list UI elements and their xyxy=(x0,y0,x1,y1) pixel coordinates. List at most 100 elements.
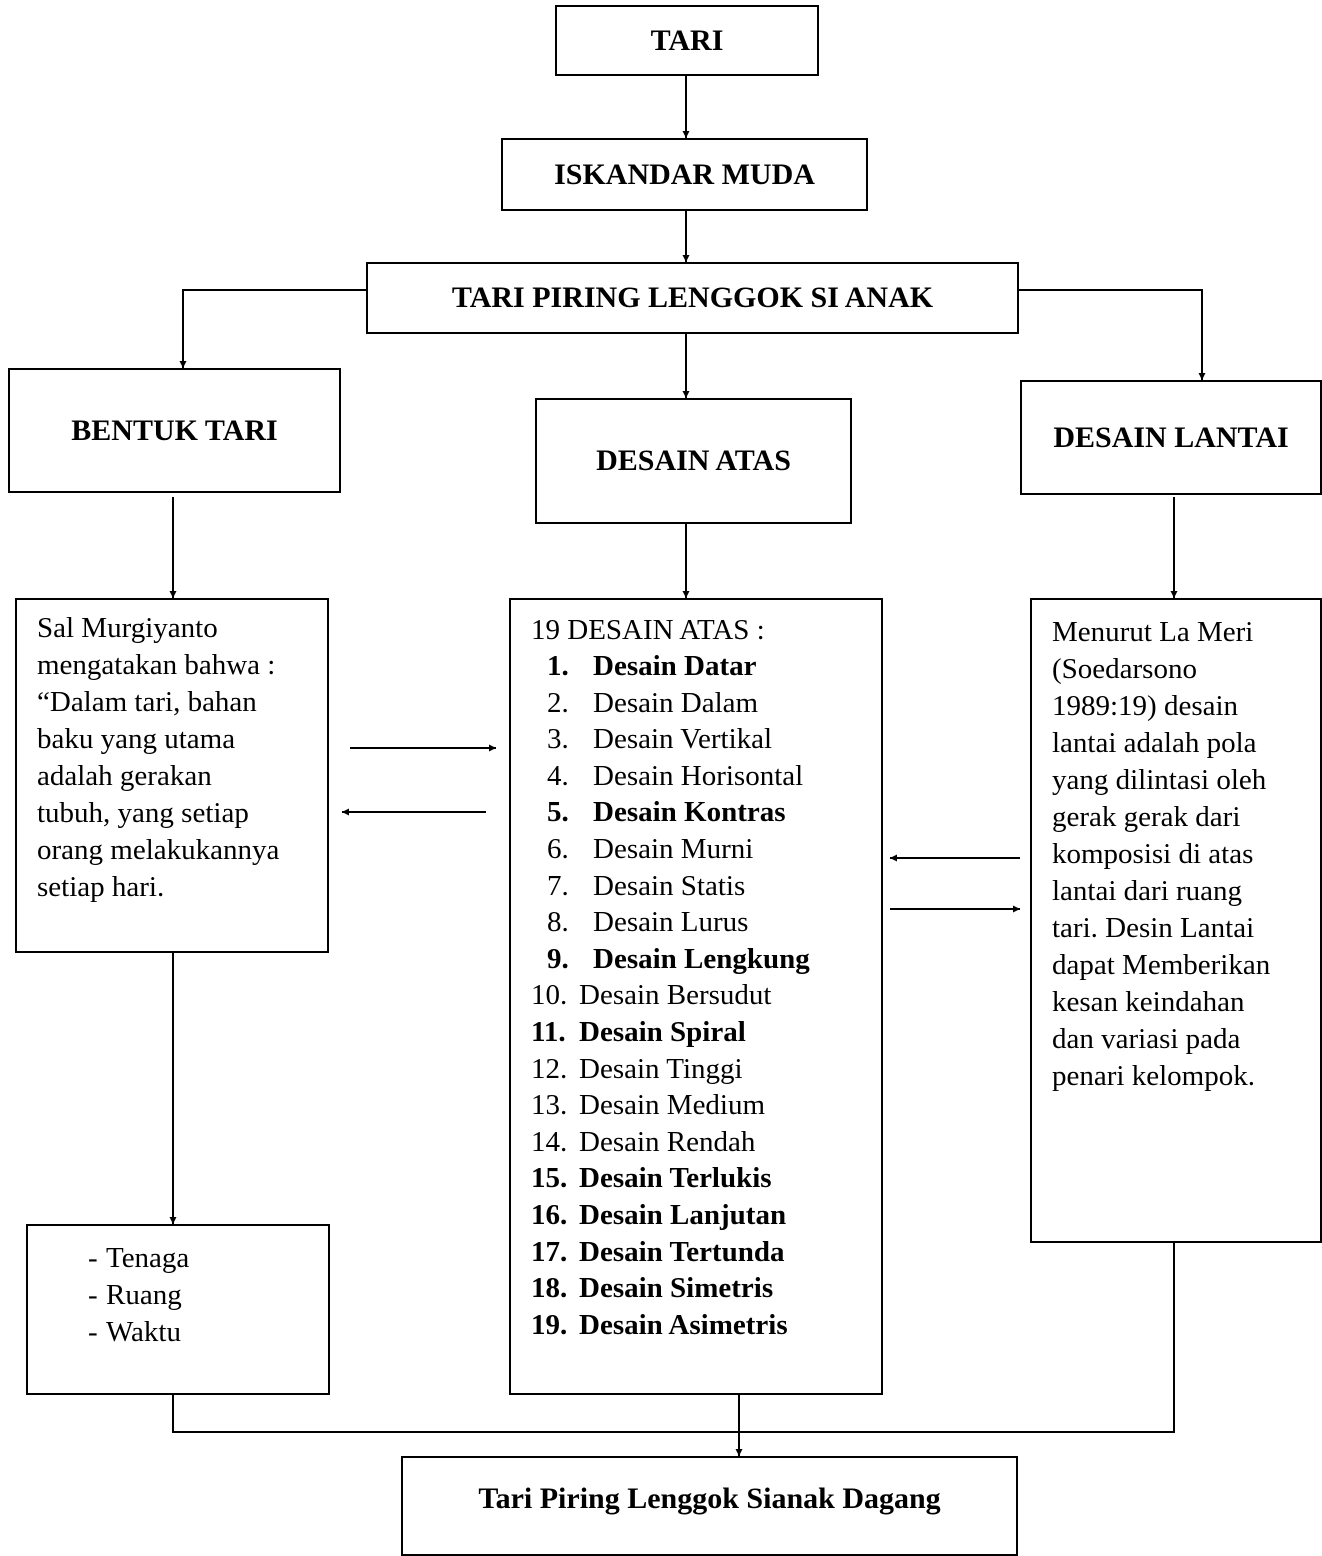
dash-bullet: - xyxy=(88,1316,98,1348)
lameri-line: kesan keindahan xyxy=(1052,986,1245,1018)
lameri-line: (Soedarsono xyxy=(1052,653,1197,685)
element-item: - Waktu xyxy=(28,1314,328,1351)
desain-item: 16.Desain Lanjutan xyxy=(531,1197,871,1234)
node-bentuk-tari-label: BENTUK TARI xyxy=(71,413,278,447)
node-result: Tari Piring Lenggok Sianak Dagang xyxy=(401,1456,1018,1556)
node-bentuk-tari: BENTUK TARI xyxy=(8,368,341,493)
desain-item: 8.Desain Lurus xyxy=(531,904,871,941)
node-tari-piring: TARI PIRING LENGGOK SI ANAK xyxy=(366,262,1019,334)
dash-bullet: - xyxy=(88,1279,98,1311)
desain-item-label: Desain Asimetris xyxy=(579,1308,788,1341)
desain-item: 5. Desain Kontras xyxy=(531,794,871,831)
sal-line: mengatakan bahwa : xyxy=(37,649,276,681)
desain-list-heading: 19 DESAIN ATAS : xyxy=(531,614,765,646)
element-label: Tenaga xyxy=(106,1242,190,1274)
node-desain-atas-label: DESAIN ATAS xyxy=(596,444,791,477)
lameri-line: dapat Memberikan xyxy=(1052,949,1271,981)
desain-item-label: Desain Datar xyxy=(593,650,757,682)
node-tari-piring-label: TARI PIRING LENGGOK SI ANAK xyxy=(451,281,934,314)
desain-item-number: 14. xyxy=(531,1125,568,1158)
desain-item-number: 3. xyxy=(547,723,569,756)
desain-item: 1. Desain Datar xyxy=(531,648,871,685)
sal-murgiyanto-box: Sal Murgiyanto mengatakan bahwa : “Dalam… xyxy=(15,598,329,953)
la-meri-box: Menurut La Meri (Soedarsono 1989:19) des… xyxy=(1030,598,1322,1243)
node-desain-atas: DESAIN ATAS xyxy=(535,398,852,524)
desain-item-number: 1. xyxy=(547,650,569,682)
desain-item-number: 6. xyxy=(547,832,569,865)
lameri-line: dan variasi pada xyxy=(1052,1023,1241,1055)
desain-item: 13. Desain Medium xyxy=(531,1087,871,1124)
desain-item-label: Desain Rendah xyxy=(579,1125,756,1158)
line-elements-merge xyxy=(172,1395,739,1433)
element-label: Ruang xyxy=(106,1279,182,1311)
lameri-line: lantai dari ruang xyxy=(1052,875,1243,907)
desain-item: 15. Desain Terlukis xyxy=(531,1160,871,1197)
desain-item-label: Desain Murni xyxy=(593,832,754,865)
desain-item-label: Desain Horisontal xyxy=(593,759,804,792)
element-item: - Ruang xyxy=(28,1277,328,1314)
desain-item-label: Desain Simetris xyxy=(579,1272,774,1305)
lameri-line: komposisi di atas xyxy=(1052,838,1254,870)
desain-item-label: Desain Lengkung xyxy=(593,942,810,975)
desain-item: 17.Desain Tertunda xyxy=(531,1234,871,1271)
desain-item-number: 8. xyxy=(547,906,569,939)
desain-item: 9. Desain Lengkung xyxy=(531,941,871,978)
desain-item: 12.Desain Tinggi xyxy=(531,1051,871,1088)
desain-item-label: Desain Spiral xyxy=(579,1015,746,1048)
desain-item: 2. Desain Dalam xyxy=(531,685,871,722)
lameri-line: tari. Desin Lantai xyxy=(1052,912,1255,944)
sal-line: adalah gerakan xyxy=(37,760,212,792)
desain-item-number: 13. xyxy=(531,1089,568,1122)
desain-item-list: 1. Desain Datar 2. Desain Dalam 3. Desain Ver… xyxy=(531,648,871,1343)
desain-item-number: 18. xyxy=(531,1272,568,1305)
desain-item-number: 4. xyxy=(547,759,569,792)
desain-item-number: 2. xyxy=(547,686,569,719)
desain-item: 6. Desain Murni xyxy=(531,831,871,868)
elements-box: - Tenaga - Ruang - Waktu xyxy=(26,1224,330,1395)
node-result-label: Tari Piring Lenggok Sianak Dagang xyxy=(478,1482,941,1515)
desain-item-label: Desain Bersudut xyxy=(579,979,772,1012)
desain-item-label: Desain Dalam xyxy=(593,686,759,719)
node-iskandar-muda: ISKANDAR MUDA xyxy=(501,138,868,211)
node-desain-lantai: DESAIN LANTAI xyxy=(1020,380,1322,495)
desain-item-label: Desain Vertikal xyxy=(593,723,773,756)
lameri-line: gerak gerak dari xyxy=(1052,801,1241,833)
element-item: - Tenaga xyxy=(28,1240,328,1277)
lameri-line: Menurut La Meri xyxy=(1052,616,1254,648)
desain-item-label: Desain Statis xyxy=(593,869,746,902)
desain-item-number: 5. xyxy=(547,796,569,829)
desain-item-number: 15. xyxy=(531,1162,568,1195)
desain-item-label: Desain Tinggi xyxy=(579,1052,743,1085)
desain-item-label: Desain Kontras xyxy=(593,796,786,829)
dash-bullet: - xyxy=(88,1242,98,1274)
desain-item-label: Desain Medium xyxy=(579,1089,766,1122)
desain-item-label: Desain Tertunda xyxy=(579,1235,785,1268)
element-label: Waktu xyxy=(106,1316,181,1348)
desain-item: 11.Desain Spiral xyxy=(531,1014,871,1051)
desain-item-label: Desain Lanjutan xyxy=(579,1198,787,1231)
line-lameri-merge xyxy=(739,1243,1175,1433)
sal-line: “Dalam tari, bahan xyxy=(37,686,257,718)
desain-item: 4. Desain Horisontal xyxy=(531,758,871,795)
node-tari: TARI xyxy=(555,5,819,76)
desain-item-number: 7. xyxy=(547,869,569,902)
sal-line: tubuh, yang setiap xyxy=(37,797,249,829)
desain-item: 14. Desain Rendah xyxy=(531,1124,871,1161)
desain-item: 10. Desain Bersudut xyxy=(531,977,871,1014)
sal-line: setiap hari. xyxy=(37,871,165,903)
desain-atas-list-box: 19 DESAIN ATAS : 1. Desain Datar 2. Desain … xyxy=(509,598,883,1395)
arrow-piring-to-lantai xyxy=(1019,289,1206,380)
desain-item: 7. Desain Statis xyxy=(531,868,871,905)
sal-line: orang melakukannya xyxy=(37,834,280,866)
sal-line: Sal Murgiyanto xyxy=(37,612,218,644)
lameri-line: penari kelompok. xyxy=(1052,1060,1255,1092)
lameri-line: lantai adalah pola xyxy=(1052,727,1257,759)
desain-item-label: Desain Terlukis xyxy=(579,1162,772,1195)
node-tari-label: TARI xyxy=(650,23,724,57)
desain-item-number: 19. xyxy=(531,1308,568,1341)
arrow-piring-to-bentuk xyxy=(179,289,366,368)
desain-item-number: 10. xyxy=(531,979,568,1012)
node-iskandar-muda-label: ISKANDAR MUDA xyxy=(554,157,815,191)
desain-item: 3. Desain Vertikal xyxy=(531,721,871,758)
desain-item-number: 9. xyxy=(547,942,569,975)
